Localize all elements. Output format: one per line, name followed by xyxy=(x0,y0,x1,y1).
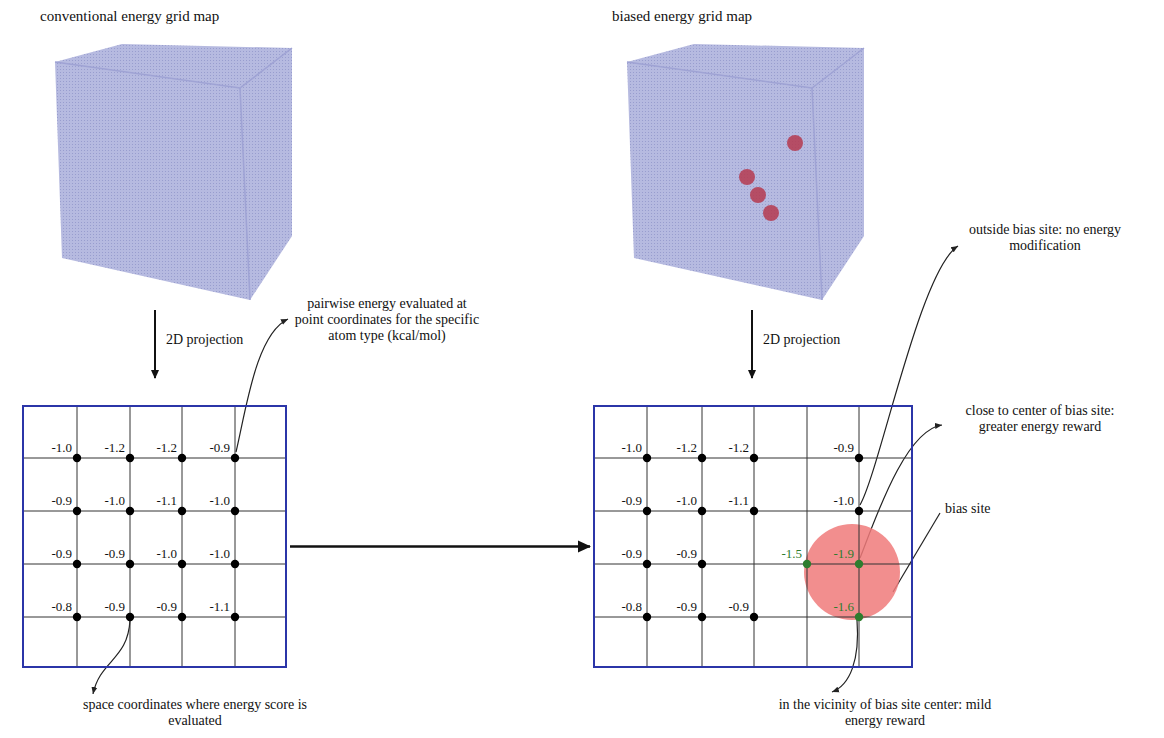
energy-value: -1.2 xyxy=(676,441,697,455)
grid-point xyxy=(178,507,186,515)
leader-line xyxy=(236,319,288,452)
grid-point xyxy=(750,454,758,462)
callout-text: bias site xyxy=(945,501,1035,517)
energy-value: -0.9 xyxy=(621,494,642,508)
energy-value: -1.0 xyxy=(209,494,230,508)
grid-point xyxy=(750,507,758,515)
callout-text: in the vicinity of bias site center: mil… xyxy=(765,697,1005,729)
grid-point xyxy=(750,613,758,621)
energy-value: -1.0 xyxy=(156,547,177,561)
bias-site xyxy=(804,524,900,620)
grid-point xyxy=(178,613,186,621)
grid-point xyxy=(126,613,134,621)
energy-value: -0.8 xyxy=(51,600,72,614)
grid-point xyxy=(73,454,81,462)
energy-value: -0.9 xyxy=(676,547,697,561)
grid-point xyxy=(855,560,863,568)
grid-point xyxy=(643,507,651,515)
energy-value: -1.0 xyxy=(621,441,642,455)
grid-point xyxy=(73,613,81,621)
grid-point xyxy=(643,454,651,462)
energy-value: -1.6 xyxy=(833,600,854,614)
energy-value: -1.0 xyxy=(209,547,230,561)
energy-value: -0.9 xyxy=(104,547,125,561)
grid-point xyxy=(698,454,706,462)
grid-point xyxy=(178,560,186,568)
grid-point xyxy=(178,454,186,462)
energy-value: -1.0 xyxy=(833,494,854,508)
energy-value: -0.9 xyxy=(209,441,230,455)
projection-arrow xyxy=(154,310,156,378)
energy-value: -0.9 xyxy=(728,600,749,614)
grid-lines xyxy=(595,407,911,666)
grid-point xyxy=(855,454,863,462)
energy-value: -1.2 xyxy=(728,441,749,455)
grid-point xyxy=(231,454,239,462)
grid-point xyxy=(698,613,706,621)
energy-value: -1.5 xyxy=(781,547,802,561)
grid-point xyxy=(698,560,706,568)
grid-point xyxy=(643,560,651,568)
grid-point xyxy=(643,613,651,621)
transform-arrow xyxy=(290,545,590,548)
energy-grid: -1.0 -1.2 -1.2 -0.9 -0.9 -1.0 -1.1 -1.0 -0.9 -0.9… xyxy=(593,405,913,668)
energy-value: -1.2 xyxy=(156,441,177,455)
leader-line xyxy=(93,620,130,694)
grid-point xyxy=(698,507,706,515)
callout-text: close to center of bias site: greater en… xyxy=(945,403,1135,435)
energy-value: -0.9 xyxy=(104,600,125,614)
grid-point xyxy=(126,454,134,462)
energy-value: -1.9 xyxy=(833,547,854,561)
energy-value: -1.1 xyxy=(728,494,749,508)
energy-value: -1.2 xyxy=(104,441,125,455)
grid-point xyxy=(73,507,81,515)
energy-grid: -1.0 -1.2 -1.2 -0.9 -0.9 -1.0 -1.1 -1.0 -0.9 -0.9… xyxy=(22,405,287,668)
energy-value: -1.0 xyxy=(51,441,72,455)
grid-point xyxy=(126,560,134,568)
map-title: biased energy grid map xyxy=(612,8,872,24)
leader-line xyxy=(860,246,958,505)
energy-value: -0.9 xyxy=(51,494,72,508)
projection-arrow xyxy=(751,310,753,378)
energy-grid-cube xyxy=(55,44,292,300)
energy-value: -1.0 xyxy=(104,494,125,508)
energy-value: -0.9 xyxy=(51,547,72,561)
callout-text: outside bias site: no energy modificatio… xyxy=(960,222,1130,254)
energy-value: -0.8 xyxy=(621,600,642,614)
energy-value: -0.9 xyxy=(156,600,177,614)
grid-point xyxy=(231,560,239,568)
energy-value: -1.1 xyxy=(209,600,230,614)
leader-line xyxy=(832,620,858,692)
biased-grid-cube xyxy=(627,44,864,300)
energy-value: -1.1 xyxy=(156,494,177,508)
callout-text: space coordinates where energy score is … xyxy=(80,697,310,729)
leader-line xyxy=(893,513,940,592)
energy-value: -1.0 xyxy=(676,494,697,508)
map-title: conventional energy grid map xyxy=(40,8,300,24)
grid-point xyxy=(126,507,134,515)
grid-point xyxy=(73,560,81,568)
step-label: 2D projection xyxy=(166,332,286,348)
energy-value: -0.9 xyxy=(621,547,642,561)
energy-value: -0.9 xyxy=(833,441,854,455)
grid-point xyxy=(855,613,863,621)
grid-point xyxy=(231,507,239,515)
grid-point xyxy=(231,613,239,621)
energy-value: -0.9 xyxy=(676,600,697,614)
grid-point xyxy=(855,507,863,515)
grid-point xyxy=(803,560,811,568)
step-label: 2D projection xyxy=(763,332,883,348)
callout-text: pairwise energy evaluated at point coord… xyxy=(292,296,482,344)
